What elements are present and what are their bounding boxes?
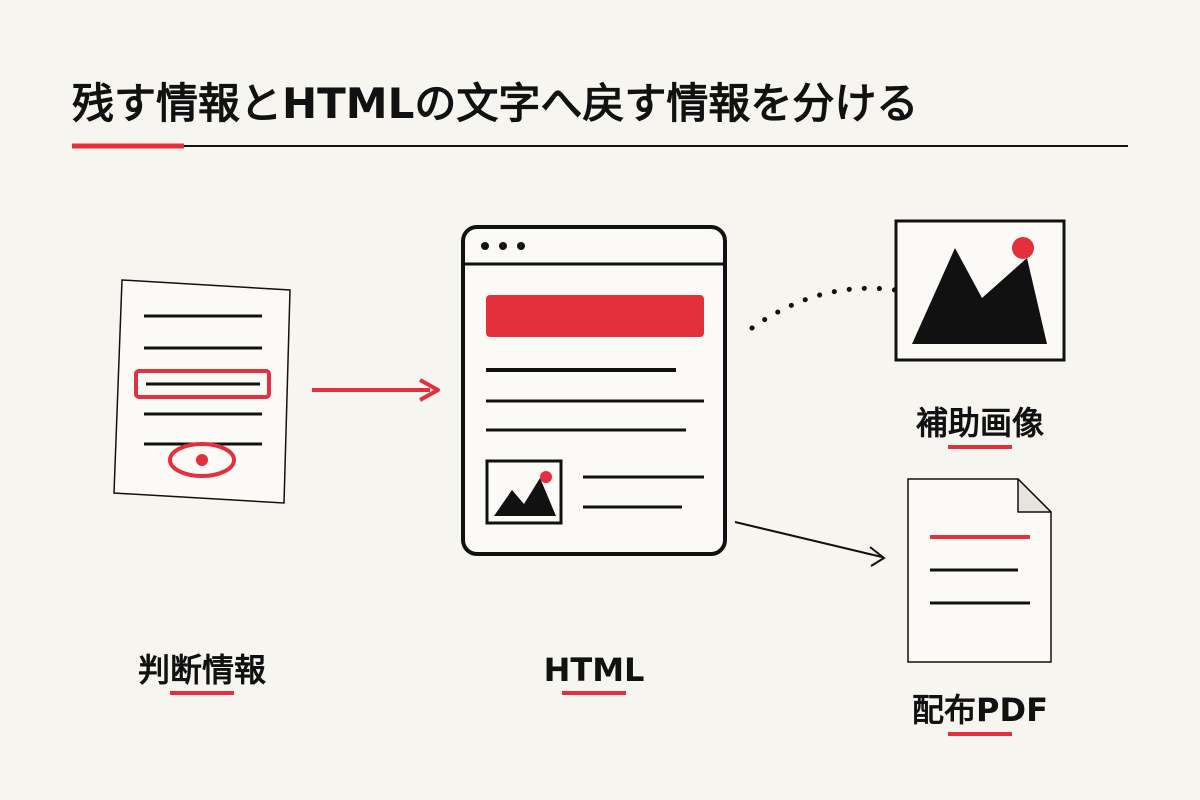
dotted-link-to-image [749,285,898,331]
image-icon [894,219,1066,362]
label-aux-image: 補助画像 [916,404,1044,442]
arrow-to-html [312,378,440,402]
page-title: 残す情報とHTMLの文字へ戻す情報を分ける [72,79,918,128]
label-pdf: 配布PDF [912,691,1048,729]
arrow-to-pdf [734,521,886,567]
browser-window-icon [461,225,727,556]
inspected-document-icon [113,279,291,504]
label-judgment: 判断情報 [138,651,266,689]
pdf-document-icon [907,478,1052,663]
label-html: HTML [544,651,645,689]
